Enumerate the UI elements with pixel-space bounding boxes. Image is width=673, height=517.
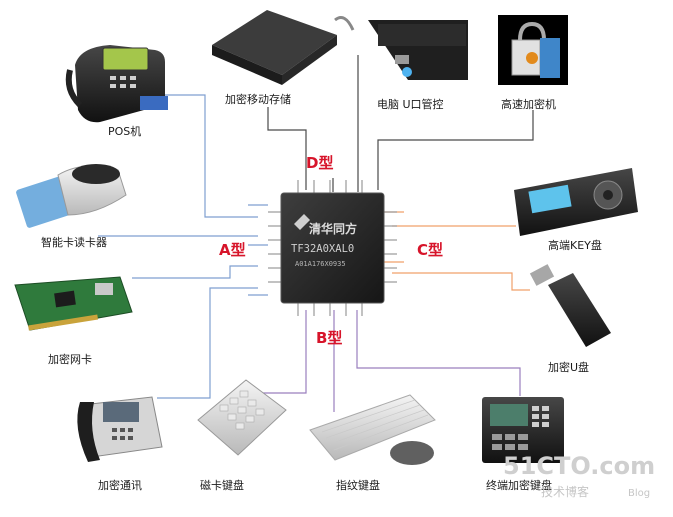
label-fingerprint-keyboard: 指纹键盘 bbox=[336, 478, 380, 492]
line-pos bbox=[158, 94, 258, 218]
encryptor-machine-icon bbox=[498, 15, 568, 85]
label-storage: 加密移动存储 bbox=[225, 92, 291, 106]
watermark-tagline: 技术博客 bbox=[541, 484, 589, 499]
pos-terminal-icon bbox=[65, 45, 168, 123]
chip-code: A01A176X0935 bbox=[295, 260, 346, 268]
b-type-connections bbox=[250, 310, 521, 412]
chip-brand: 清华同方 bbox=[309, 221, 357, 236]
a-type-connections bbox=[98, 94, 268, 399]
chip-model: TF32A0XAL0 bbox=[291, 243, 354, 255]
watermark-site: 51CTO.com bbox=[503, 452, 655, 480]
line-storage bbox=[267, 107, 307, 190]
type-d-label: D型 bbox=[306, 154, 333, 172]
terminal-keyboard-icon bbox=[482, 397, 564, 463]
fingerprint-keyboard-icon bbox=[309, 394, 436, 465]
key-drive-icon bbox=[514, 168, 638, 236]
line-network-card bbox=[132, 265, 258, 279]
smart-card-reader-icon bbox=[16, 164, 127, 228]
line-terminal-keyboard bbox=[356, 310, 521, 396]
usb-drive-icon bbox=[529, 264, 611, 347]
label-pc-usb: 电脑 U口管控 bbox=[377, 97, 444, 111]
label-terminal-keyboard: 终端加密键盘 bbox=[486, 478, 552, 492]
ip-phone-icon bbox=[77, 396, 163, 462]
line-magnetic-keyboard bbox=[250, 310, 307, 394]
laptop-usb-icon bbox=[368, 20, 468, 80]
label-usb-drive: 加密U盘 bbox=[548, 360, 589, 374]
encrypted-storage-icon bbox=[212, 10, 355, 85]
d-type-connections bbox=[267, 55, 534, 192]
c-type-connections bbox=[384, 211, 530, 291]
label-magnetic-keyboard: 磁卡键盘 bbox=[200, 478, 244, 492]
label-pos: POS机 bbox=[108, 124, 141, 138]
label-network-card: 加密网卡 bbox=[48, 352, 92, 366]
magnetic-card-keyboard-icon bbox=[197, 379, 287, 456]
type-c-label: C型 bbox=[417, 241, 443, 259]
label-card-reader: 智能卡读卡器 bbox=[41, 235, 107, 249]
line-usb-drive bbox=[392, 272, 530, 291]
encryption-chip: 清华同方 TF32A0XAL0 A01A176X0935 bbox=[268, 180, 397, 316]
type-a-label: A型 bbox=[219, 241, 246, 259]
network-card-icon bbox=[14, 276, 133, 331]
type-b-label: B型 bbox=[316, 329, 342, 347]
label-key-drive: 高端KEY盘 bbox=[548, 238, 602, 252]
watermark-blog: Blog bbox=[628, 488, 650, 499]
label-encryptor: 高速加密机 bbox=[501, 97, 556, 111]
line-encryptor bbox=[377, 110, 534, 190]
label-phone: 加密通讯 bbox=[98, 478, 142, 492]
line-phone bbox=[157, 287, 258, 399]
